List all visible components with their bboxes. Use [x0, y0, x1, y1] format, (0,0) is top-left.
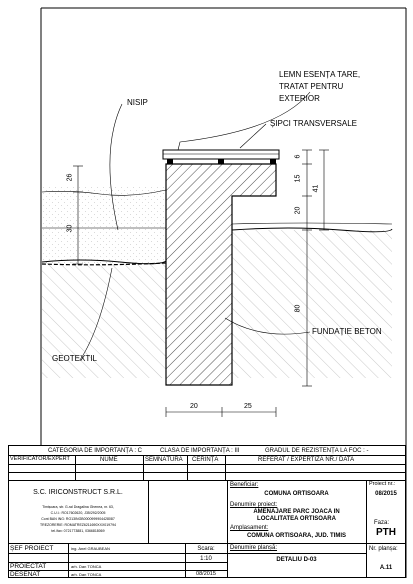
- label-slats: ȘIPCI TRANSVERSALE: [270, 119, 357, 128]
- sheet-no-label: Nr. planșa:: [369, 546, 398, 552]
- scale-label: Scara:: [197, 546, 215, 552]
- header-signature: SEMNĂTURA: [145, 457, 183, 463]
- dim-right-20: 20: [294, 206, 302, 215]
- label-hardwood-1: LEMN ESENȚA TARE,: [279, 70, 361, 79]
- date-value: 08/2015: [196, 571, 216, 577]
- sheet-no-value: A.11: [379, 565, 393, 571]
- importance-class: CLASA DE IMPORTANȚA : III: [160, 448, 240, 454]
- leader-lines: [79, 91, 311, 361]
- company-detail-4: TREZORERIE: ROMATREZ6211690XXX019794: [40, 523, 116, 527]
- project-name-line-1: AMENAJARE PARC JOACA IN: [253, 509, 340, 515]
- company-detail-3: Cont BAN ING: RO13INGB0000999904428087: [41, 517, 115, 521]
- phase-value: PTH: [376, 527, 396, 538]
- importance-category: CATEGORIA DE IMPORTANȚA : C: [48, 448, 143, 454]
- dim-right-15: 15: [294, 174, 302, 183]
- project-no-value: 08/2015: [375, 491, 397, 497]
- drafter-role: DESENAT: [10, 571, 41, 578]
- dim-right-41: 41: [312, 184, 320, 193]
- designer-role: PROIECTAT: [10, 563, 47, 570]
- project-no-label: Proiect nr.:: [369, 481, 396, 487]
- drafter-person: arh. Dan TONCA: [71, 572, 102, 577]
- scale-value: 1:10: [200, 556, 212, 562]
- dim-left-26: 26: [66, 173, 74, 182]
- head-role: ȘEF PROIECT: [10, 545, 54, 552]
- project-name-line-2: LOCALITATEA ORTISOARA: [257, 516, 336, 522]
- label-foundation: FUNDAȚIE BETON: [312, 327, 382, 336]
- geotextile-line: [41, 262, 167, 266]
- header-verifier: VERIFICATOR/EXPERT: [10, 456, 70, 462]
- dim-bottom-20: 20: [190, 403, 198, 410]
- header-name: NUME: [100, 457, 118, 463]
- company-detail-5: tel./fax: 0721773881, 0366818069: [51, 529, 105, 533]
- label-sand: NISIP: [127, 98, 148, 107]
- sand-layer: [41, 186, 167, 264]
- header-requirement: CERINȚA: [192, 457, 219, 463]
- project-name-label: Denumire proiect:: [230, 502, 278, 508]
- dim-left-30: 30: [66, 224, 74, 233]
- sheet-title-value: DETALIU D-03: [276, 557, 317, 563]
- beneficiary-label: Beneficiar:: [230, 482, 259, 488]
- ground-soil: [41, 222, 393, 378]
- header-report: REFERAT / EXPERTIZĂ NR./ DATA: [258, 457, 355, 463]
- company-name: S.C. IRICONSTRUCT S.R.L.: [33, 489, 123, 496]
- location-label: Amplasament:: [230, 525, 269, 531]
- dim-bottom-25: 25: [244, 403, 252, 410]
- fire-resistance-grade: GRADUL DE REZISTENȚA LA FOC : -: [265, 448, 369, 454]
- dimension-right: [302, 149, 329, 387]
- drawing-frame: [40, 7, 407, 578]
- dimension-left: [73, 165, 83, 265]
- company-detail-2: C.U.I.: RO17602620, J35/292/2005: [50, 511, 106, 515]
- location-value: COMUNA ORTISOARA, JUD. TIMIS: [246, 533, 347, 539]
- label-hardwood-3: EXTERIOR: [279, 94, 320, 103]
- head-person: ing. Anel GRAUBEAN: [71, 546, 110, 551]
- dim-right-80: 80: [294, 304, 302, 313]
- dimension-bottom: [165, 407, 277, 417]
- title-block: [8, 445, 406, 578]
- sheet-title-label: Denumire planșă:: [230, 545, 278, 551]
- company-detail-1: Timișoara, str. G-ral Dragalina Ghenea, …: [42, 505, 114, 509]
- dim-right-6: 6: [294, 154, 302, 159]
- beneficiary-value: COMUNA ORTISOARA: [264, 491, 329, 497]
- hardwood-cap: [162, 149, 280, 164]
- label-geotextile: GEOTEXTIL: [52, 354, 97, 363]
- phase-label: Faza:: [374, 520, 390, 526]
- label-hardwood-2: TRATAT PENTRU: [279, 82, 344, 91]
- designer-person: arh. Dan TONCA: [71, 564, 102, 569]
